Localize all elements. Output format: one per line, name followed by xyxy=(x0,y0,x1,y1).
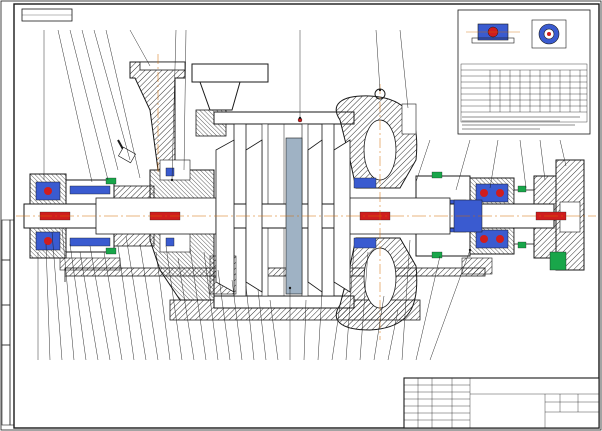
pump-cross-section xyxy=(16,54,596,340)
discharge-volute xyxy=(335,88,418,331)
callout-dots xyxy=(170,88,472,290)
spec-inset xyxy=(457,9,591,135)
corner-stamp xyxy=(21,8,73,22)
discharge-nozzle xyxy=(191,63,269,137)
shaft-seals xyxy=(105,171,527,259)
title-block xyxy=(403,377,600,429)
top-leader-lines xyxy=(43,29,567,191)
coupling-half xyxy=(513,159,585,271)
inset-side-view xyxy=(531,19,567,49)
suction-nozzle xyxy=(129,61,186,171)
bottom-leader-lines xyxy=(37,227,471,361)
inset-front-view xyxy=(466,23,520,44)
inset-table xyxy=(460,63,588,123)
pump-base xyxy=(64,267,486,321)
inset-notes xyxy=(462,116,580,130)
